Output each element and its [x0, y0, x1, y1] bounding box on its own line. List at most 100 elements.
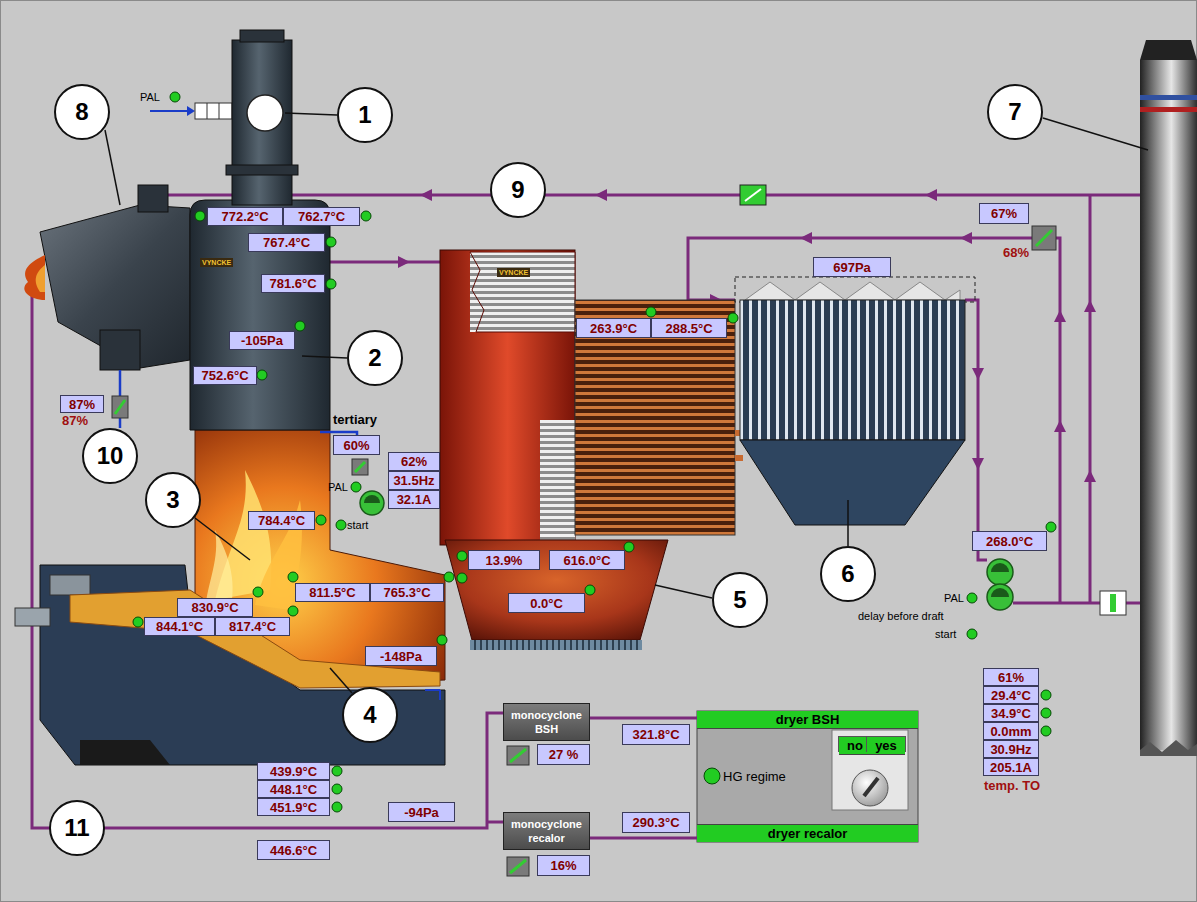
value-box: 0.0mm	[983, 722, 1039, 740]
value-text: 32.1A	[397, 492, 432, 507]
value-text: 830.9°C	[191, 600, 238, 615]
flue-pipes	[1089, 195, 1092, 603]
value-text: 439.9°C	[270, 764, 317, 779]
value-text: 446.6°C	[270, 843, 317, 858]
value-box: 62%	[388, 452, 440, 471]
value-text: 772.2°C	[221, 209, 268, 224]
secondary-air-line	[112, 396, 128, 418]
status-dots	[170, 92, 180, 102]
furnace	[50, 575, 90, 595]
value-box: 34.9°C	[983, 704, 1039, 722]
value-box: 448.1°C	[257, 780, 330, 798]
chimney-stack	[1100, 591, 1126, 615]
label-text: start	[935, 627, 956, 641]
status-dots	[133, 617, 143, 627]
callout-number: 2	[347, 330, 403, 386]
burner	[24, 255, 45, 300]
value-text: 817.4°C	[229, 619, 276, 634]
value-text: 16%	[550, 858, 576, 873]
draft-damper	[1032, 226, 1056, 250]
fuel-chute	[240, 30, 284, 42]
value-box: -105Pa	[229, 331, 295, 350]
heat-exchanger	[440, 250, 575, 545]
label-text: 68%	[1003, 246, 1029, 260]
pipe-connector	[590, 717, 697, 720]
status-dots	[316, 515, 326, 525]
status-dots	[253, 587, 263, 597]
recirculation-damper	[740, 185, 766, 205]
cyclone-box: monocyclone BSH	[503, 703, 590, 741]
value-text: 29.4°C	[991, 688, 1031, 703]
value-text: 288.5°C	[665, 321, 712, 336]
status-dots	[336, 520, 346, 530]
value-box: 29.4°C	[983, 686, 1039, 704]
flow-arrows	[1054, 310, 1066, 322]
status-dots	[646, 307, 656, 317]
callout-leaders	[302, 356, 347, 358]
bag-filter	[740, 440, 965, 525]
value-text: 87%	[69, 397, 95, 412]
label-text: PAL	[140, 90, 160, 104]
callout-text: 5	[733, 586, 746, 614]
label-text: start	[347, 518, 368, 532]
value-text: 13.9%	[486, 553, 523, 568]
furnace	[15, 608, 50, 626]
value-box: 205.1A	[983, 758, 1039, 776]
callout-leaders	[1043, 118, 1148, 150]
value-text: 34.9°C	[991, 706, 1031, 721]
tertiary-air	[320, 432, 384, 515]
heat-exchanger	[470, 252, 575, 332]
value-box: 752.6°C	[193, 366, 257, 385]
status-dots	[1041, 708, 1051, 718]
chimney-stack	[1140, 40, 1197, 60]
fuel-input	[195, 103, 232, 119]
label-text: PAL	[944, 591, 964, 605]
dryer-panel-art	[832, 730, 908, 810]
status-dots	[332, 802, 342, 812]
draft-damper	[1036, 230, 1052, 246]
chimney-stack	[1140, 107, 1197, 112]
value-box: 767.4°C	[248, 233, 325, 252]
bag-filter	[740, 300, 965, 440]
label-text: PAL	[328, 480, 348, 494]
value-text: 60%	[343, 438, 369, 453]
value-text: 697Pa	[833, 260, 871, 275]
value-text: 616.0°C	[563, 553, 610, 568]
callout-number: 7	[987, 84, 1043, 140]
furnace	[439, 690, 441, 700]
tertiary-air	[352, 459, 368, 475]
value-box: 446.6°C	[257, 840, 330, 860]
status-dots	[457, 573, 467, 583]
label-text: VYNCKE	[200, 258, 233, 267]
cyclone-valves	[507, 746, 529, 765]
callout-number: 9	[490, 162, 546, 218]
status-dots	[332, 784, 342, 794]
value-text: 268.0°C	[986, 534, 1033, 549]
cyclone-text: monocyclone BSH	[507, 708, 586, 736]
dryer-panel-art	[852, 770, 888, 806]
pipe-connector	[590, 837, 697, 840]
label-text: 87%	[62, 414, 88, 428]
value-text: 0.0°C	[530, 596, 563, 611]
status-dots	[288, 572, 298, 582]
flow-arrows	[925, 189, 937, 201]
flue-fans	[987, 559, 1013, 610]
flow-arrows	[595, 189, 607, 201]
heat-exchanger	[445, 540, 668, 640]
value-text: 27 %	[549, 747, 579, 762]
value-box: 830.9°C	[177, 598, 253, 617]
cyclone-valves	[507, 746, 529, 876]
status-dots	[361, 211, 371, 221]
callout-text: 1	[358, 101, 371, 129]
value-box: 451.9°C	[257, 798, 330, 816]
bag-filter	[745, 282, 960, 300]
value-box: 844.1°C	[144, 617, 215, 636]
value-box: 16%	[537, 855, 590, 876]
value-text: 67%	[991, 206, 1017, 221]
tertiary-air	[360, 491, 384, 515]
value-text: 321.8°C	[632, 727, 679, 742]
value-text: 767.4°C	[263, 235, 310, 250]
callout-leaders	[195, 518, 250, 560]
recirculation-damper	[740, 185, 766, 205]
heat-exchanger	[540, 420, 575, 540]
